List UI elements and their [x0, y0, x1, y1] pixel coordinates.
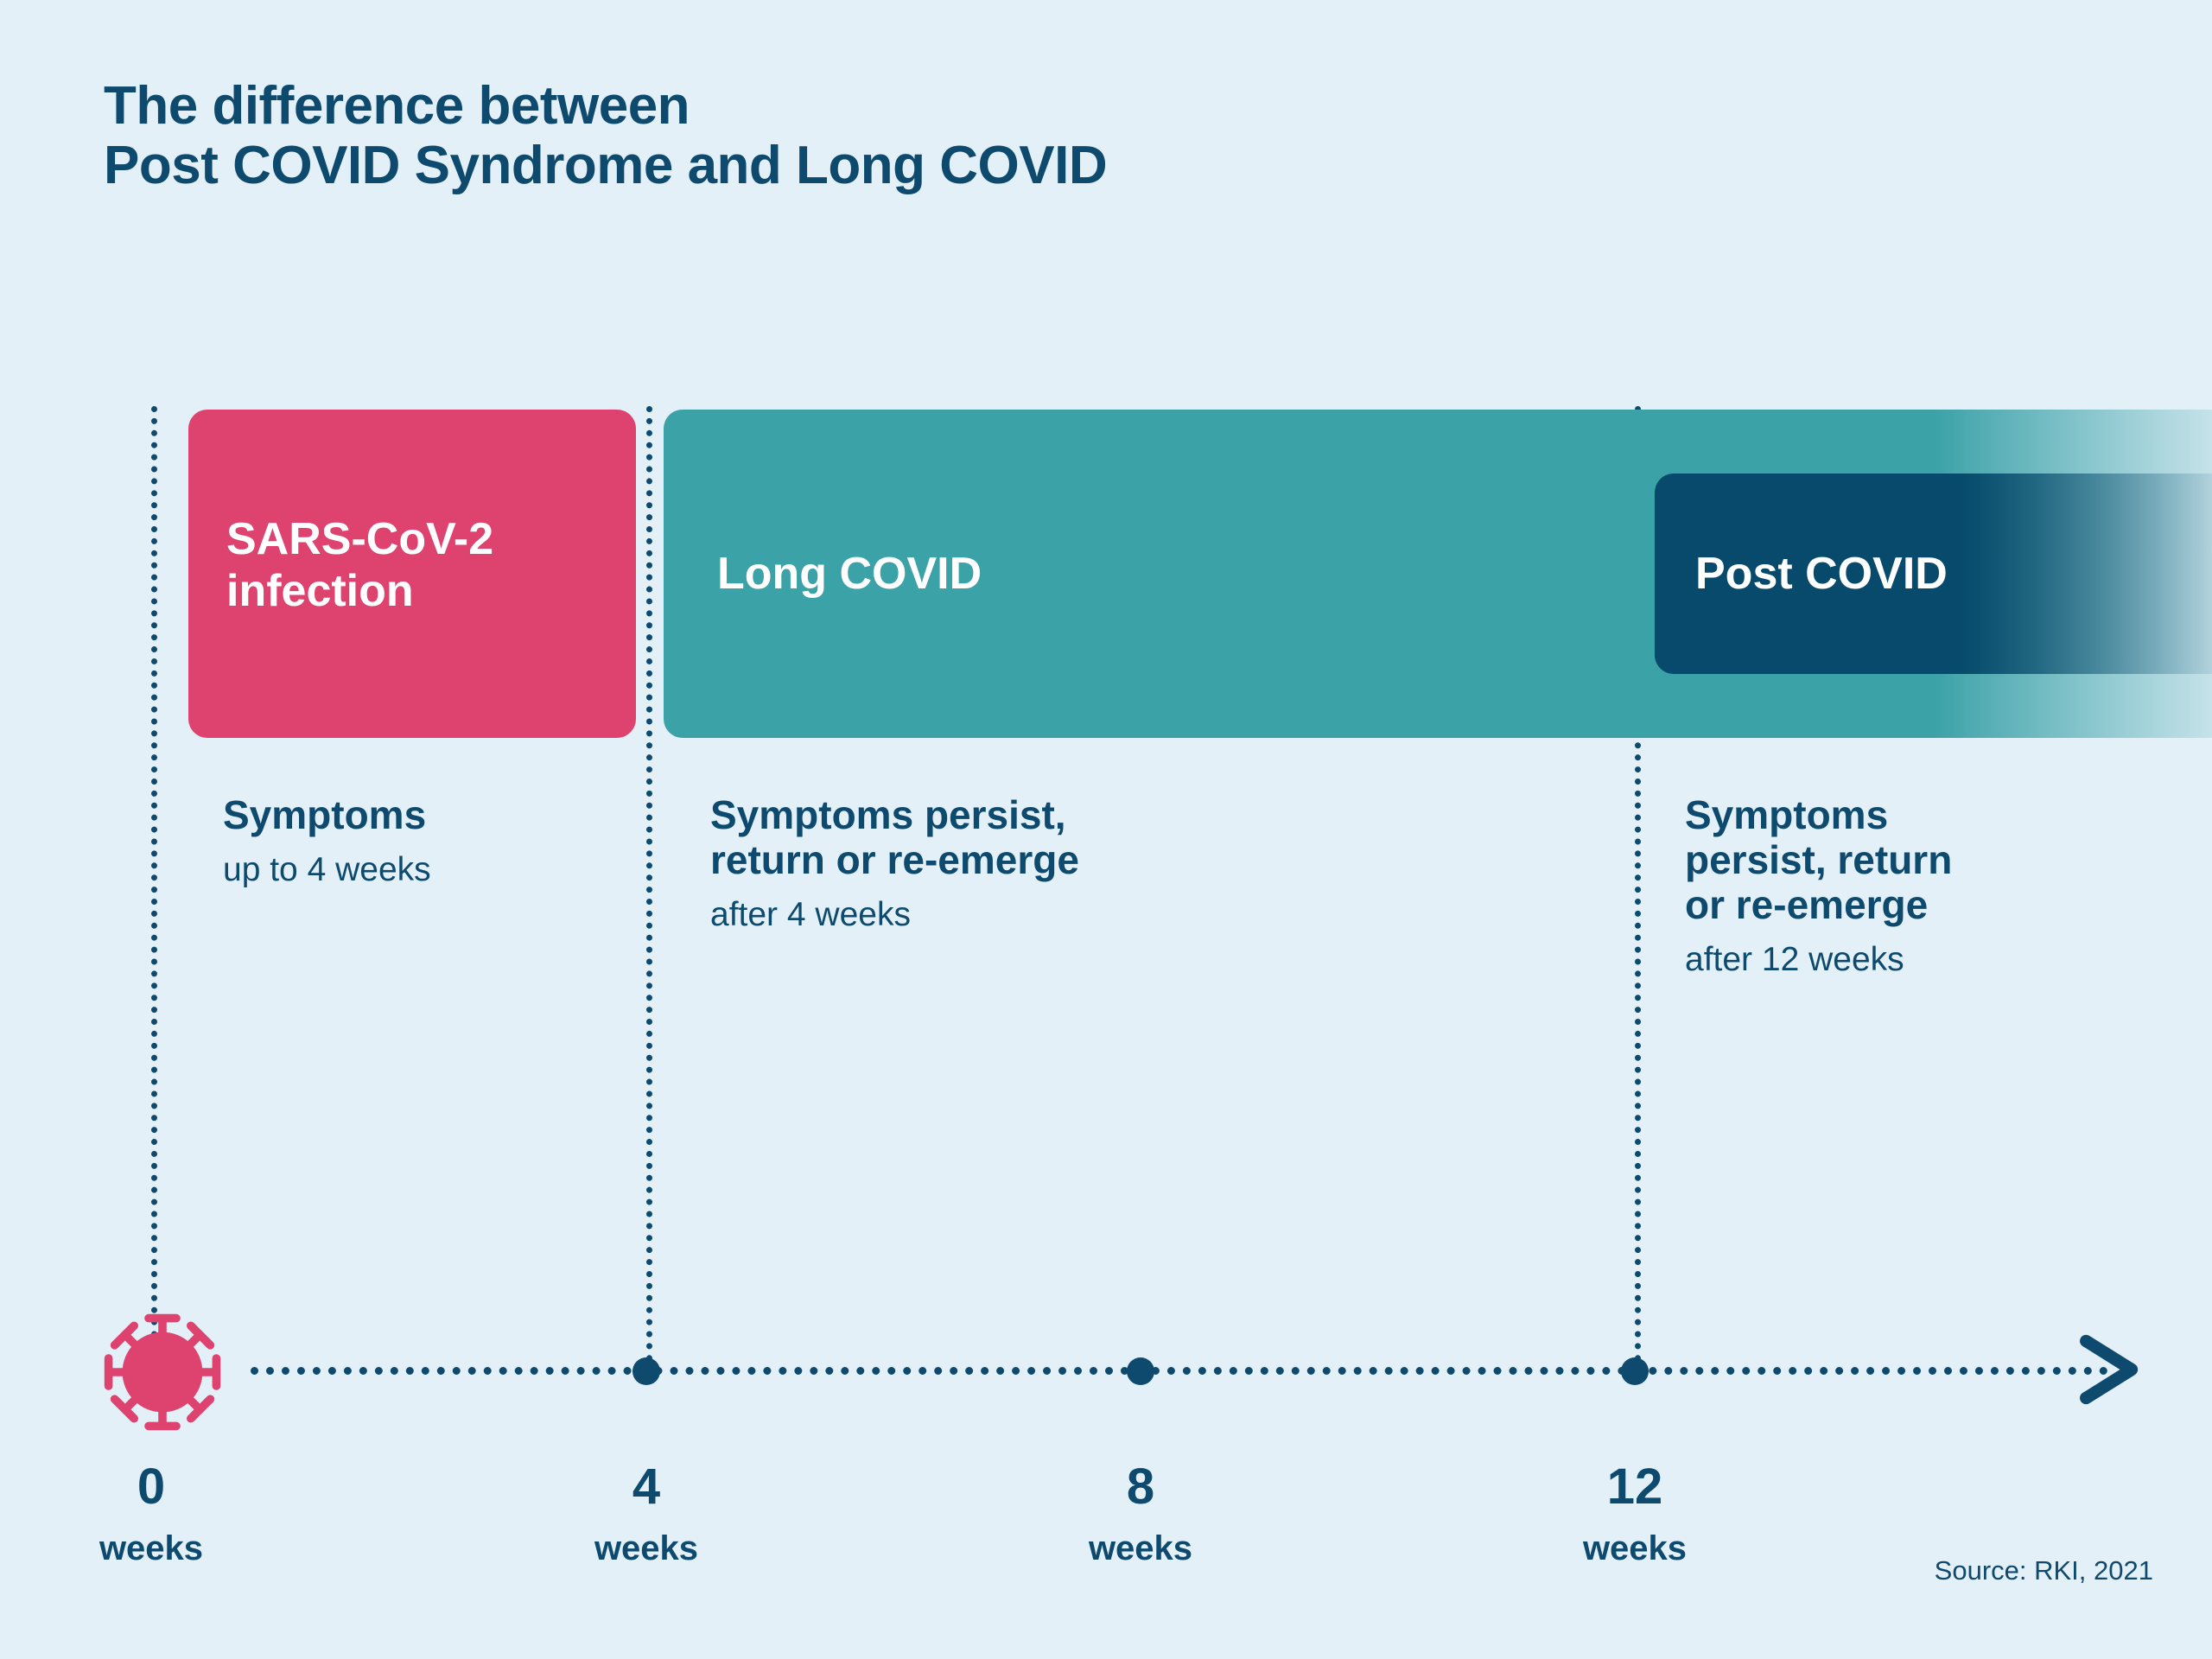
- axis-node-week-4: [632, 1357, 660, 1385]
- caption-post-covid: Symptoms persist, return or re-emerge af…: [1685, 792, 2169, 981]
- axis-tick-number: 0: [137, 1459, 166, 1515]
- axis-tick-12: 12 weeks: [1540, 1459, 1730, 1567]
- bar-post-covid: [1655, 474, 2212, 674]
- page-title-line-2: Post COVID Syndrome and Long COVID: [104, 136, 1108, 196]
- page-title: The difference between Post COVID Syndro…: [104, 76, 1108, 196]
- axis-tick-unit: weeks: [1088, 1529, 1193, 1567]
- bar-label-post-covid: Post COVID: [1695, 549, 1948, 599]
- axis-tick-number: 8: [1126, 1459, 1155, 1515]
- guide-line-week-0: [151, 406, 163, 1374]
- axis-tick-number: 4: [632, 1459, 661, 1515]
- axis-tick-number: 12: [1606, 1459, 1663, 1515]
- chevron-right-icon: [2080, 1334, 2139, 1405]
- caption-sars-cov-2-infection: Symptoms up to 4 weeks: [223, 792, 629, 891]
- timeline-axis: [251, 1367, 2108, 1375]
- caption-heading: Symptoms persist, return or re-emerge: [710, 792, 1079, 882]
- page-title-line-1: The difference between: [104, 76, 690, 136]
- coronavirus-icon: [104, 1313, 221, 1431]
- bar-sars-cov-2-infection: [188, 410, 636, 738]
- guide-line-week-4: [646, 406, 658, 1374]
- caption-subtext: after 4 weeks: [710, 895, 911, 933]
- guide-line-week-12: [1635, 406, 1647, 1374]
- bar-label-sars-cov-2-infection: SARS-CoV-2 infection: [226, 514, 494, 617]
- caption-subtext: after 12 weeks: [1685, 940, 1904, 978]
- axis-node-week-12: [1621, 1357, 1649, 1385]
- caption-long-covid: Symptoms persist, return or re-emerge af…: [710, 792, 1315, 936]
- axis-tick-8: 8 weeks: [1046, 1459, 1236, 1567]
- axis-node-week-8: [1127, 1357, 1154, 1385]
- axis-tick-4: 4 weeks: [551, 1459, 741, 1567]
- caption-heading: Symptoms: [223, 792, 427, 837]
- axis-tick-unit: weeks: [594, 1529, 699, 1567]
- caption-heading: Symptoms persist, return or re-emerge: [1685, 792, 1953, 927]
- axis-tick-0: 0 weeks: [56, 1459, 246, 1567]
- axis-tick-unit: weeks: [1582, 1529, 1688, 1567]
- source-attribution: Source: RKI, 2021: [1934, 1555, 2153, 1586]
- axis-tick-unit: weeks: [99, 1529, 204, 1567]
- bar-label-long-covid: Long COVID: [717, 549, 982, 599]
- caption-subtext: up to 4 weeks: [223, 850, 431, 888]
